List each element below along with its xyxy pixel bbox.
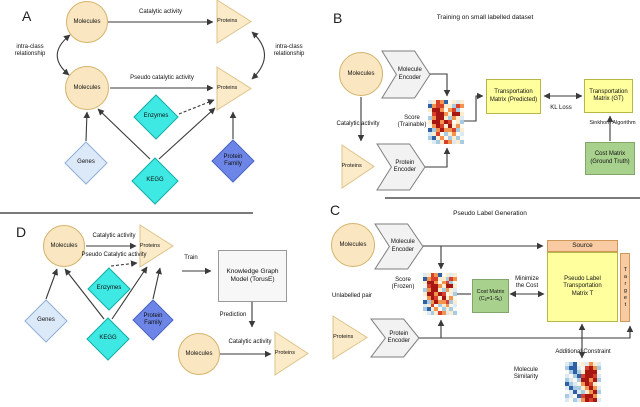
edge-label-pseudo-a: Pseudo catalytic activity: [130, 75, 194, 81]
node-proteins-d2: Proteins: [275, 332, 308, 375]
node-molecules-a2: Molecules: [65, 66, 109, 110]
label-minimize-the-cost: Minimize the Cost: [515, 276, 539, 290]
label-kl-loss: KL Loss: [550, 105, 572, 111]
node-molecules-c: Molecules: [331, 223, 375, 267]
label-train: Train: [184, 255, 198, 261]
node-kegg-a: KEGG: [132, 158, 178, 204]
node-molecules-d2: Molecules: [178, 333, 220, 375]
node-protein-encoder-b: Protein Encoder: [377, 144, 425, 190]
node-genes-a: Genes: [65, 142, 107, 184]
edge-label-catalytic-d2: Catalytic activity: [228, 339, 272, 345]
node-molecule-encoder-c: Molecule Encoder: [375, 224, 423, 269]
node-molecule-encoder-b: Molecule Encoder: [382, 51, 430, 98]
heatmap-molecule-similarity: [565, 362, 601, 402]
box-transportation-matrix-predicted: Transportation Matrix (Predicted): [486, 79, 541, 114]
label-molecule-similarity: Molecule Similarity: [513, 367, 539, 381]
label-sinkhorn-algorithm: Sinkhorn Algorithm: [589, 120, 636, 126]
edge-label-intra-right: intra-class relationship: [273, 44, 305, 58]
box-target: Target: [620, 253, 630, 322]
box-cost-matrix-c: Cost Matrix (Cᵢⱼ=1-Sᵢⱼ): [472, 279, 509, 313]
node-kegg-d: KEGG: [87, 318, 129, 360]
node-molecules-d1: Molecules: [43, 225, 85, 267]
edge-label-intra-left: intra-class relationship: [14, 44, 46, 58]
box-transportation-matrix-gt: Transportation Matrix (GT): [584, 79, 633, 113]
node-enzymes-d: Enzymes: [88, 268, 130, 310]
box-pseudo-label-transportation-matrix: Pseudo Label Transportation Matrix T: [547, 252, 618, 322]
label-additional-constraint: Additional Constraint: [555, 349, 611, 355]
node-protein-family-a: Protein Family: [212, 140, 254, 182]
node-genes-d: Genes: [25, 300, 67, 342]
heatmap-score-b: [428, 100, 464, 144]
label-score-frozen: Score (Frozen): [391, 277, 415, 291]
panel-b-label: B: [333, 10, 343, 26]
box-source: Source: [547, 240, 618, 252]
edge-label-pseudo-d: Pseudo Catalytic activity: [81, 252, 147, 258]
edge-label-catalytic-a: Catalytic activity: [138, 9, 182, 15]
edge-label-catalytic-d1: Catalytic activity: [92, 233, 136, 239]
panel-a-label: A: [22, 8, 32, 24]
edge-label-catalytic-b: Catalytic activity: [336, 121, 380, 127]
panel-b-title: Training on small labelled dataset: [436, 14, 534, 21]
box-cost-matrix-ground-truth: Cost Matrix (Ground Truth): [585, 142, 635, 175]
label-prediction: Prediction: [219, 312, 247, 318]
node-proteins-d1: Proteins: [140, 225, 173, 267]
node-proteins-c: Proteins: [333, 316, 367, 359]
node-molecules-a1: Molecules: [66, 1, 108, 43]
node-proteins-b: Proteins: [342, 145, 374, 188]
panel-c-label: C: [330, 202, 341, 218]
node-proteins-a1: Proteins: [217, 0, 251, 43]
panel-d-label: D: [16, 224, 27, 240]
heatmap-score-c: [423, 273, 457, 315]
box-knowledge-graph-model: Knowledge Graph Model (TorusE): [218, 250, 287, 302]
node-proteins-a2: Proteins: [217, 67, 251, 110]
node-protein-encoder-c: Protein Encoder: [371, 319, 419, 357]
node-molecules-b: Molecules: [339, 52, 383, 96]
label-unlabelled-pair: Unlabelled pair: [331, 293, 373, 299]
node-protein-family-d: Protein Family: [133, 300, 173, 340]
label-score-trainable: Score (Trainable): [397, 115, 427, 129]
node-enzymes-a: Enzymes: [134, 95, 178, 139]
panel-c-title: Pseudo Label Generation: [453, 210, 527, 217]
